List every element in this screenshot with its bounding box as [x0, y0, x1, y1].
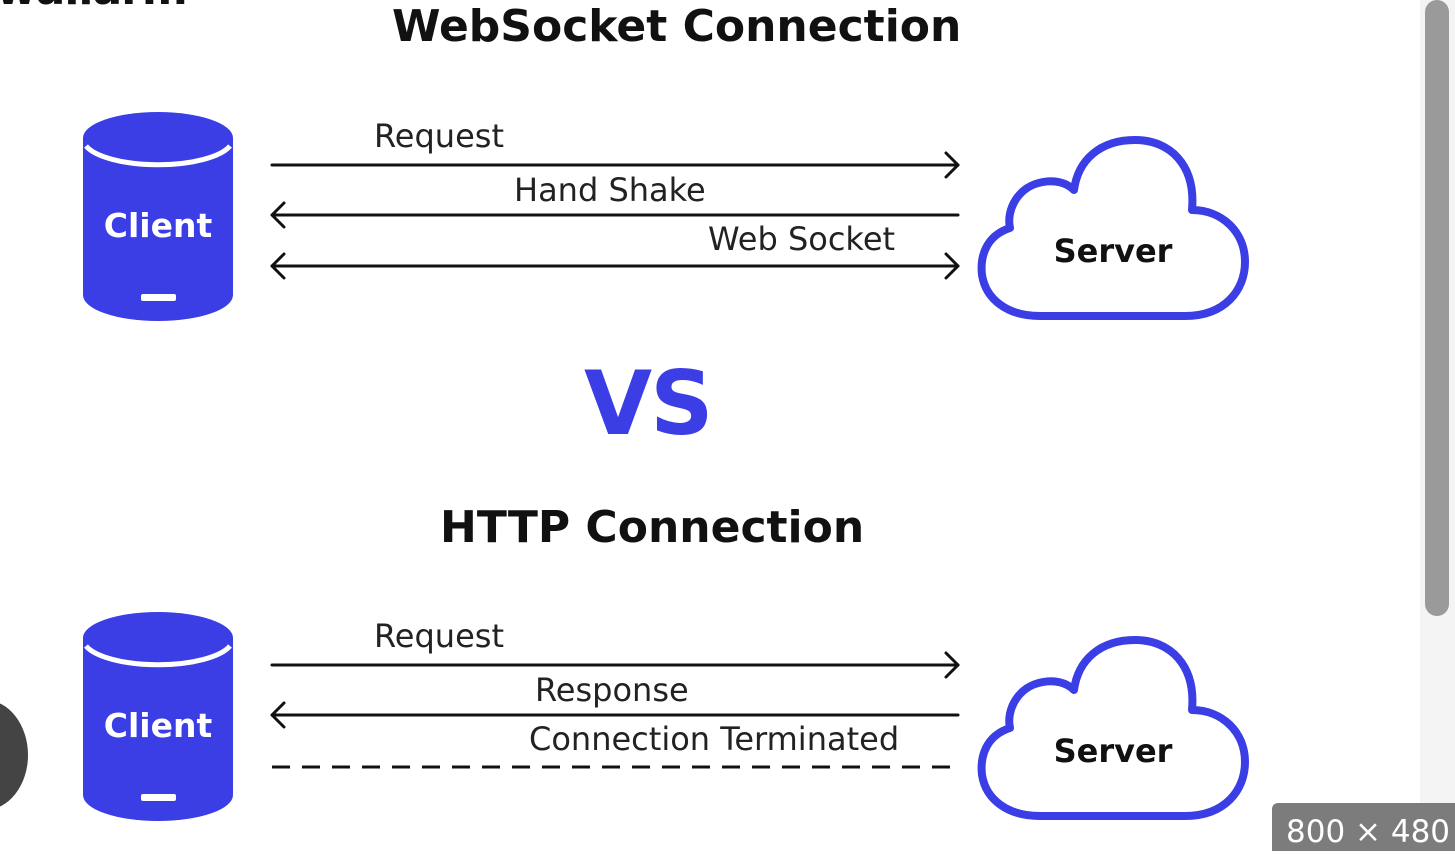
http-request-label: Request: [374, 617, 504, 655]
ws-request-arrow: [270, 151, 960, 179]
ws-handshake-arrow: [270, 201, 960, 229]
websocket-server-label: Server: [1054, 232, 1173, 270]
http-response-label: Response: [535, 671, 689, 709]
http-response-arrow: [270, 701, 960, 729]
ws-websocket-arrow: [270, 252, 960, 280]
http-server-label: Server: [1054, 732, 1173, 770]
http-client-icon: [83, 612, 233, 821]
ws-request-label: Request: [374, 117, 504, 155]
http-client-label: Client: [104, 706, 213, 745]
websocket-client-icon: [83, 112, 233, 321]
websocket-client-label: Client: [104, 206, 213, 245]
websocket-server-icon: [977, 136, 1249, 320]
image-dimensions-badge: 800 × 480: [1272, 803, 1455, 851]
http-title: HTTP Connection: [440, 502, 865, 553]
ws-websocket-label: Web Socket: [708, 220, 896, 258]
http-server-icon: [977, 636, 1249, 820]
vs-label: VS: [584, 352, 713, 455]
websocket-title: WebSocket Connection: [392, 1, 962, 52]
ws-handshake-label: Hand Shake: [514, 171, 706, 209]
scrollbar-thumb[interactable]: [1425, 0, 1449, 616]
http-request-arrow: [270, 651, 960, 679]
http-terminated-label: Connection Terminated: [529, 720, 900, 758]
logo: wallarm: [0, 0, 188, 12]
